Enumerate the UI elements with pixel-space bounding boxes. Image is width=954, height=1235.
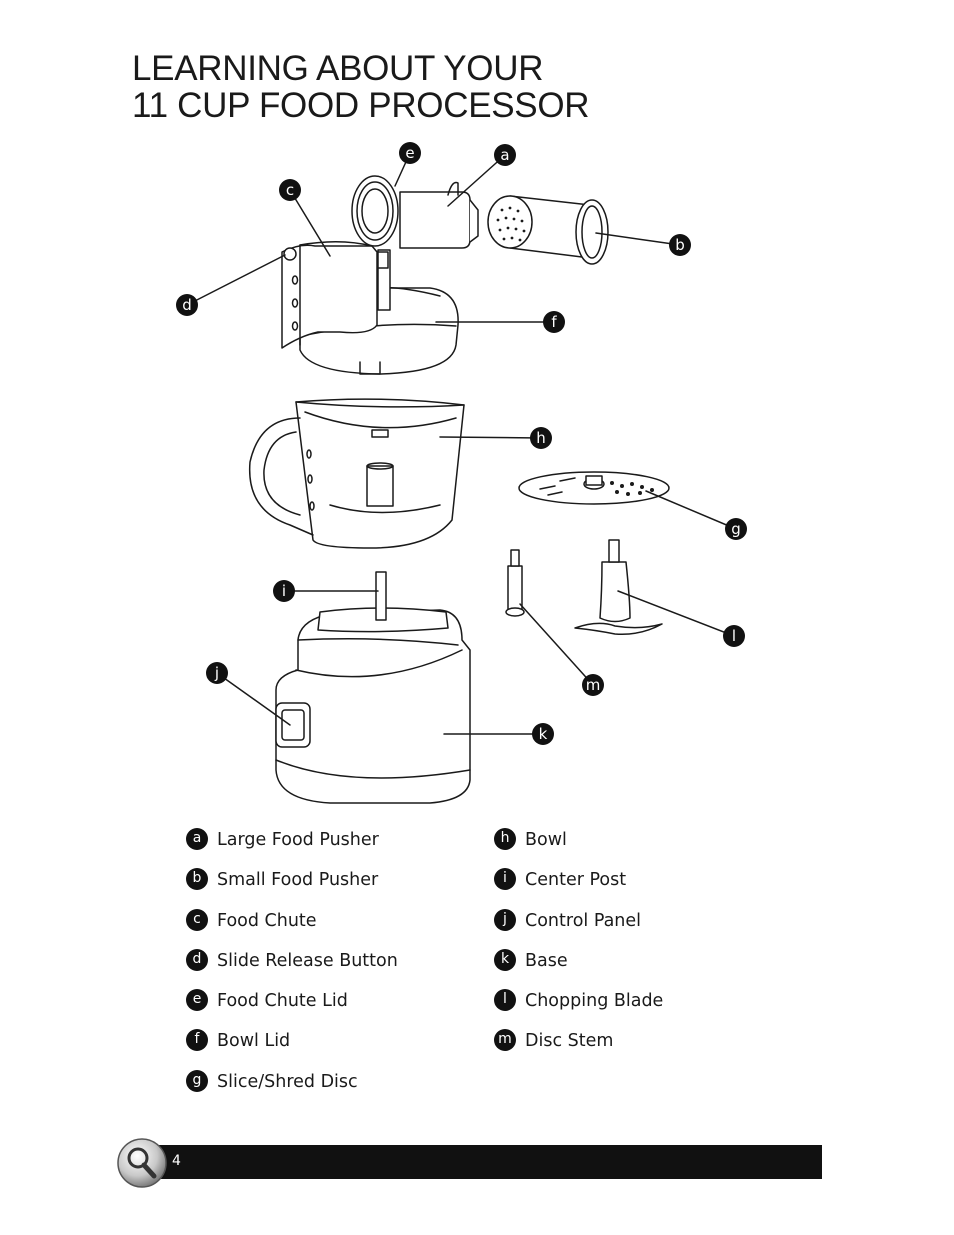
callout-j: j [206, 662, 228, 684]
legend-item: i Center Post [494, 868, 663, 908]
page-title: LEARNING ABOUT YOUR 11 CUP FOOD PROCESSO… [132, 49, 590, 125]
callout-i: i [273, 580, 295, 602]
legend-badge: c [186, 908, 208, 931]
legend-item: g Slice/Shred Disc [186, 1069, 398, 1110]
legend-badge: h [494, 828, 516, 850]
svg-text:f: f [551, 313, 557, 331]
legend-item: a Large Food Pusher [186, 828, 398, 868]
callout-f: f [543, 311, 565, 333]
svg-text:b: b [675, 236, 685, 254]
bowl-drawing [248, 398, 465, 549]
svg-text:i: i [282, 582, 286, 600]
callout-a: a [494, 144, 516, 166]
magnifier-icon [117, 1138, 167, 1188]
svg-text:l: l [732, 627, 736, 645]
callout-e: e [399, 142, 421, 164]
legend-label: Slice/Shred Disc [217, 1071, 358, 1092]
callout-m: m [582, 674, 604, 696]
svg-text:g: g [731, 520, 741, 538]
legend-label: Large Food Pusher [217, 830, 379, 850]
legend-label: Food Chute Lid [217, 991, 348, 1012]
legend-badge: f [186, 1029, 208, 1052]
food-chute-drawing [281, 240, 389, 349]
legend-label: Control Panel [525, 910, 642, 931]
legend-item: k Base [494, 948, 663, 989]
callout-badges: e a c b d f h g i l j m k [176, 142, 747, 745]
legend-item: c Food Chute [186, 908, 398, 949]
legend-label: Disc Stem [525, 1031, 614, 1052]
callout-l: l [723, 625, 745, 647]
legend-badge: m [494, 1029, 516, 1052]
legend-badge: i [494, 868, 516, 891]
legend-item: f Bowl Lid [186, 1029, 398, 1069]
svg-text:d: d [182, 296, 192, 314]
legend-badge: j [494, 908, 516, 931]
page-number: 4 [172, 1153, 181, 1169]
callout-h: h [530, 427, 552, 449]
title-line-2: 11 CUP FOOD PROCESSOR [132, 86, 590, 125]
callout-k: k [532, 723, 554, 745]
callout-b: b [669, 234, 691, 256]
legend-label: Food Chute [217, 910, 317, 931]
svg-text:e: e [405, 144, 414, 162]
legend-item: d Slide Release Button [186, 948, 398, 989]
footer-bar [150, 1145, 822, 1179]
legend-label: Center Post [525, 870, 627, 891]
legend-badge: b [186, 868, 208, 891]
legend-badge: a [186, 828, 208, 850]
base-drawing [275, 571, 471, 804]
legend-item: b Small Food Pusher [186, 868, 398, 908]
legend-item: e Food Chute Lid [186, 989, 398, 1029]
leader-lines [186, 152, 737, 735]
legend-label: Bowl Lid [217, 1031, 291, 1052]
svg-text:h: h [536, 429, 546, 447]
legend-badge: l [494, 989, 516, 1012]
svg-text:a: a [500, 146, 509, 164]
legend-badge: e [186, 989, 208, 1012]
chopping-blade-drawing [574, 539, 663, 636]
legend-label: Small Food Pusher [217, 870, 379, 891]
callout-c: c [279, 179, 301, 201]
callout-g: g [725, 518, 747, 540]
slice-shred-disc-drawing [518, 471, 670, 505]
legend-label: Slide Release Button [217, 950, 398, 971]
title-line-1: LEARNING ABOUT YOUR [132, 49, 544, 88]
legend-label: Base [525, 950, 568, 971]
legend-item: l Chopping Blade [494, 989, 663, 1029]
legend-badge: g [186, 1069, 208, 1092]
svg-text:k: k [539, 725, 548, 743]
svg-text:j: j [214, 664, 219, 682]
disc-stem-drawing [505, 549, 525, 617]
small-food-pusher-drawing [487, 195, 609, 265]
legend-item: j Control Panel [494, 908, 663, 949]
food-chute-lid-drawing [351, 175, 479, 249]
legend-item: h Bowl [494, 828, 663, 868]
legend-label: Bowl [525, 830, 567, 850]
svg-text:m: m [586, 676, 601, 694]
legend-badge: k [494, 948, 516, 971]
legend-label: Chopping Blade [525, 991, 664, 1012]
callout-d: d [176, 294, 198, 316]
svg-text:c: c [286, 181, 294, 199]
legend-badge: d [186, 948, 208, 971]
legend-item: m Disc Stem [494, 1029, 663, 1069]
